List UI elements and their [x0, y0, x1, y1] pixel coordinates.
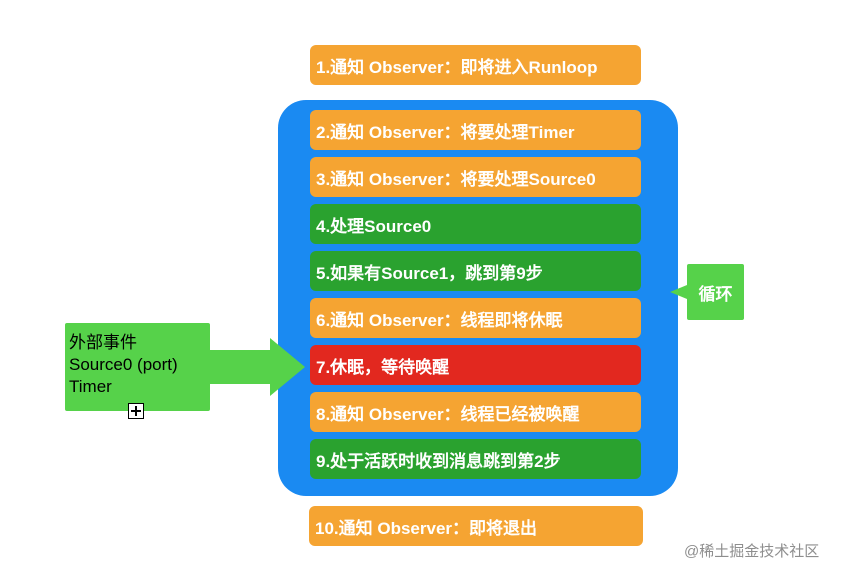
- step-3-label: 3.通知 Observer：将要处理Source0: [316, 169, 596, 189]
- external-events-title: 外部事件: [69, 333, 137, 352]
- step-1-label: 1.通知 Observer：即将进入Runloop: [316, 57, 598, 77]
- external-source0-port: Source0 (port): [69, 355, 178, 374]
- step-6-label: 6.通知 Observer：线程即将休眠: [316, 310, 563, 330]
- step-4-process-source0: 4.处理Source0: [310, 204, 641, 244]
- step-2-notify-timer: 2.通知 Observer：将要处理Timer: [310, 110, 641, 150]
- step-1-enter-runloop: 1.通知 Observer：即将进入Runloop: [310, 45, 641, 85]
- step-2-label: 2.通知 Observer：将要处理Timer: [316, 122, 575, 142]
- step-8-label: 8.通知 Observer：线程已经被唤醒: [316, 404, 580, 424]
- step-4-label: 4.处理Source0: [316, 216, 432, 236]
- step-7-sleep-wait: 7.休眠，等待唤醒: [310, 345, 641, 385]
- plus-square-icon[interactable]: [128, 403, 144, 419]
- loop-label: 循环: [687, 264, 744, 320]
- external-events-box: 外部事件 Source0 (port) Timer: [65, 323, 210, 411]
- loop-label-text: 循环: [698, 284, 733, 304]
- step-5-check-source1: 5.如果有Source1，跳到第9步: [310, 251, 641, 291]
- step-10-label: 10.通知 Observer：即将退出: [315, 518, 538, 538]
- external-timer: Timer: [69, 377, 112, 396]
- step-3-notify-source0: 3.通知 Observer：将要处理Source0: [310, 157, 641, 197]
- step-9-label: 9.处于活跃时收到消息跳到第2步: [316, 451, 561, 471]
- step-10-exit-runloop: 10.通知 Observer：即将退出: [309, 506, 643, 546]
- step-5-label: 5.如果有Source1，跳到第9步: [316, 263, 543, 283]
- watermark: @稀土掘金技术社区: [684, 543, 820, 560]
- step-6-notify-before-sleep: 6.通知 Observer：线程即将休眠: [310, 298, 641, 338]
- loop-label-pointer: [670, 285, 687, 299]
- step-7-label: 7.休眠，等待唤醒: [316, 357, 450, 377]
- step-9-handle-message: 9.处于活跃时收到消息跳到第2步: [310, 439, 641, 479]
- step-8-notify-after-wake: 8.通知 Observer：线程已经被唤醒: [310, 392, 641, 432]
